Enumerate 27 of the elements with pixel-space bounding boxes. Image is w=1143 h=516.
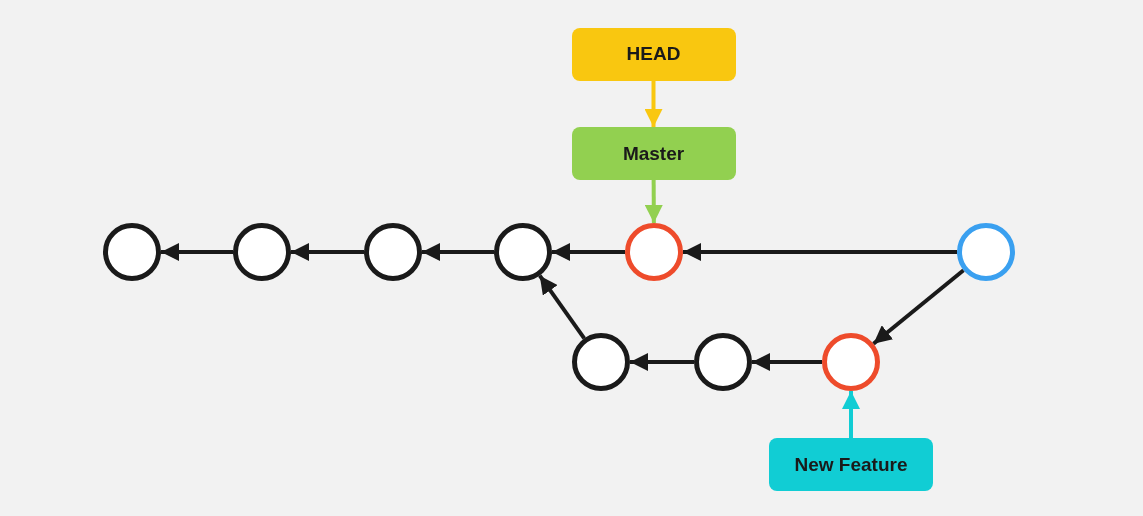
label-box bbox=[571, 127, 736, 180]
arrow bbox=[291, 243, 364, 261]
commit-circle bbox=[233, 223, 291, 281]
commit-circle bbox=[625, 223, 683, 281]
arrow bbox=[842, 391, 860, 438]
arrow bbox=[630, 353, 694, 371]
label-box bbox=[769, 438, 933, 491]
commit-circle bbox=[103, 223, 161, 281]
commit-circle bbox=[822, 333, 880, 391]
label-text: Master bbox=[622, 142, 685, 165]
arrow bbox=[683, 243, 957, 261]
label-text: New Feature bbox=[794, 453, 908, 476]
commit-circle bbox=[494, 223, 552, 281]
arrow bbox=[872, 268, 965, 346]
label-text: HEAD bbox=[626, 43, 681, 65]
arrow bbox=[644, 80, 663, 127]
arrow bbox=[752, 353, 822, 371]
arrow bbox=[422, 243, 494, 261]
commit-circle bbox=[364, 223, 422, 281]
commit-circle bbox=[694, 333, 752, 391]
commit-circle bbox=[957, 223, 1015, 281]
label-box bbox=[571, 27, 736, 81]
commit-circle bbox=[572, 333, 630, 391]
arrow bbox=[644, 180, 663, 223]
arrow bbox=[552, 243, 625, 261]
arrow bbox=[161, 243, 233, 261]
arrow bbox=[538, 274, 586, 340]
